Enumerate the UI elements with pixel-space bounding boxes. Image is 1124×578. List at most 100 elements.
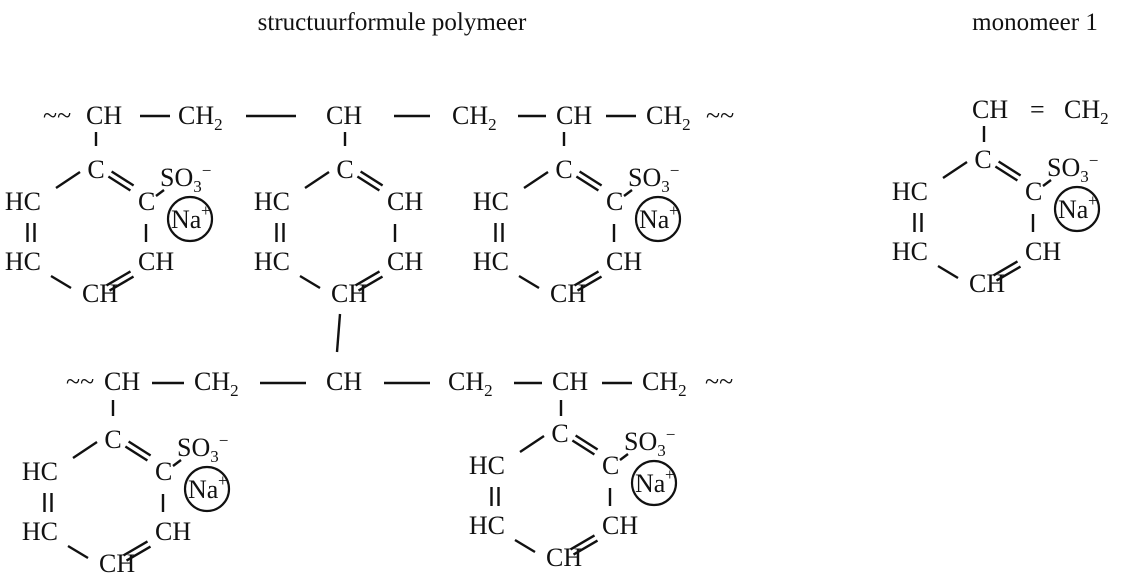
bond [72,441,98,459]
chain-ch: CH [326,367,362,396]
bond [514,538,536,554]
ring-ch-bottom: CH [331,279,367,308]
bond [518,274,540,290]
bond [523,171,549,189]
bond [995,265,1022,282]
bond [571,439,596,456]
bond [155,189,165,197]
bond [172,459,182,467]
bond [519,435,545,453]
sodium-ion-circle [183,465,231,513]
chain-end-right: ~~ [706,101,734,130]
ring-hc: HC [5,247,41,276]
sulfonate-group: SO3− [624,425,675,460]
ring-ch: CH [1025,237,1061,266]
ring-hc: HC [892,237,928,266]
ring-carbon-top: C [555,155,572,184]
sulfonate-group: SO3− [160,161,211,196]
sodium-ion-circle [1053,185,1101,233]
ring-hc: HC [469,451,505,480]
sodium-charge: + [665,465,675,484]
sodium-ion: Na [188,475,219,504]
sodium-ion-circle [634,195,682,243]
bond [335,313,342,353]
bond [1042,179,1052,187]
bond [125,545,152,562]
chain-ch2: CH2 [178,101,223,134]
ring-hc: HC [5,187,41,216]
ring-carbon: C [1025,177,1042,206]
ring-ch: CH [602,511,638,540]
bond [937,264,959,280]
bond [992,260,1019,277]
chain-ch: CH [86,101,122,130]
sodium-charge: + [218,471,228,490]
ring-ch-bottom: CH [550,279,586,308]
ring-carbon: C [606,187,623,216]
chain-ch2: CH2 [642,367,687,400]
bond [55,171,81,189]
polymer-title: structuurformule polymeer [258,9,527,36]
bond [67,544,89,560]
bond [569,534,596,551]
bond [574,434,599,451]
ring-carbon-top: C [974,145,991,174]
ring-hc: HC [254,187,290,216]
sodium-ion: Na [635,469,666,498]
bond [575,175,600,192]
ring-carbon-top: C [87,155,104,184]
sodium-ion: Na [171,205,202,234]
ring-carbon: C [602,451,619,480]
ring-carbon: C [138,187,155,216]
sulfonate-group: SO3− [1047,151,1098,186]
sodium-ion-circle [166,195,214,243]
bond [572,539,599,556]
chain-ch: CH [104,367,140,396]
chain-ch2: CH2 [194,367,239,400]
ring-ch: CH [606,247,642,276]
ring-hc: HC [473,247,509,276]
ring-ch: CH [387,187,423,216]
ring-carbon-top: C [336,155,353,184]
ring-ch-bottom: CH [82,279,118,308]
bond [50,274,72,290]
ring-hc: HC [22,457,58,486]
monomer-double-bond: = [1030,95,1045,124]
sodium-charge: + [1088,191,1098,210]
chain-ch2: CH2 [646,101,691,134]
bond [623,189,633,197]
ring-ch-bottom: CH [546,543,582,572]
bond [997,160,1022,177]
bond [304,171,330,189]
bond [127,440,152,457]
sodium-charge: + [669,201,679,220]
monomer-title: monomeer 1 [972,9,1098,36]
bond [299,274,321,290]
monomer-ch2: CH2 [1064,95,1109,128]
bond [108,275,135,292]
bond [107,175,132,192]
chain-ch2: CH2 [448,367,493,400]
bond [354,270,381,287]
bond [576,275,603,292]
bond [110,170,135,187]
bond [994,165,1019,182]
sodium-ion: Na [1058,195,1089,224]
bond [942,161,968,179]
ring-ch: CH [138,247,174,276]
chain-ch: CH [556,101,592,130]
chain-ch: CH [326,101,362,130]
sodium-charge: + [201,201,211,220]
sulfonate-group: SO3− [177,431,228,466]
chain-end-left: ~~ [43,101,71,130]
ring-carbon-top: C [104,425,121,454]
bond [357,275,384,292]
ring-ch: CH [155,517,191,546]
